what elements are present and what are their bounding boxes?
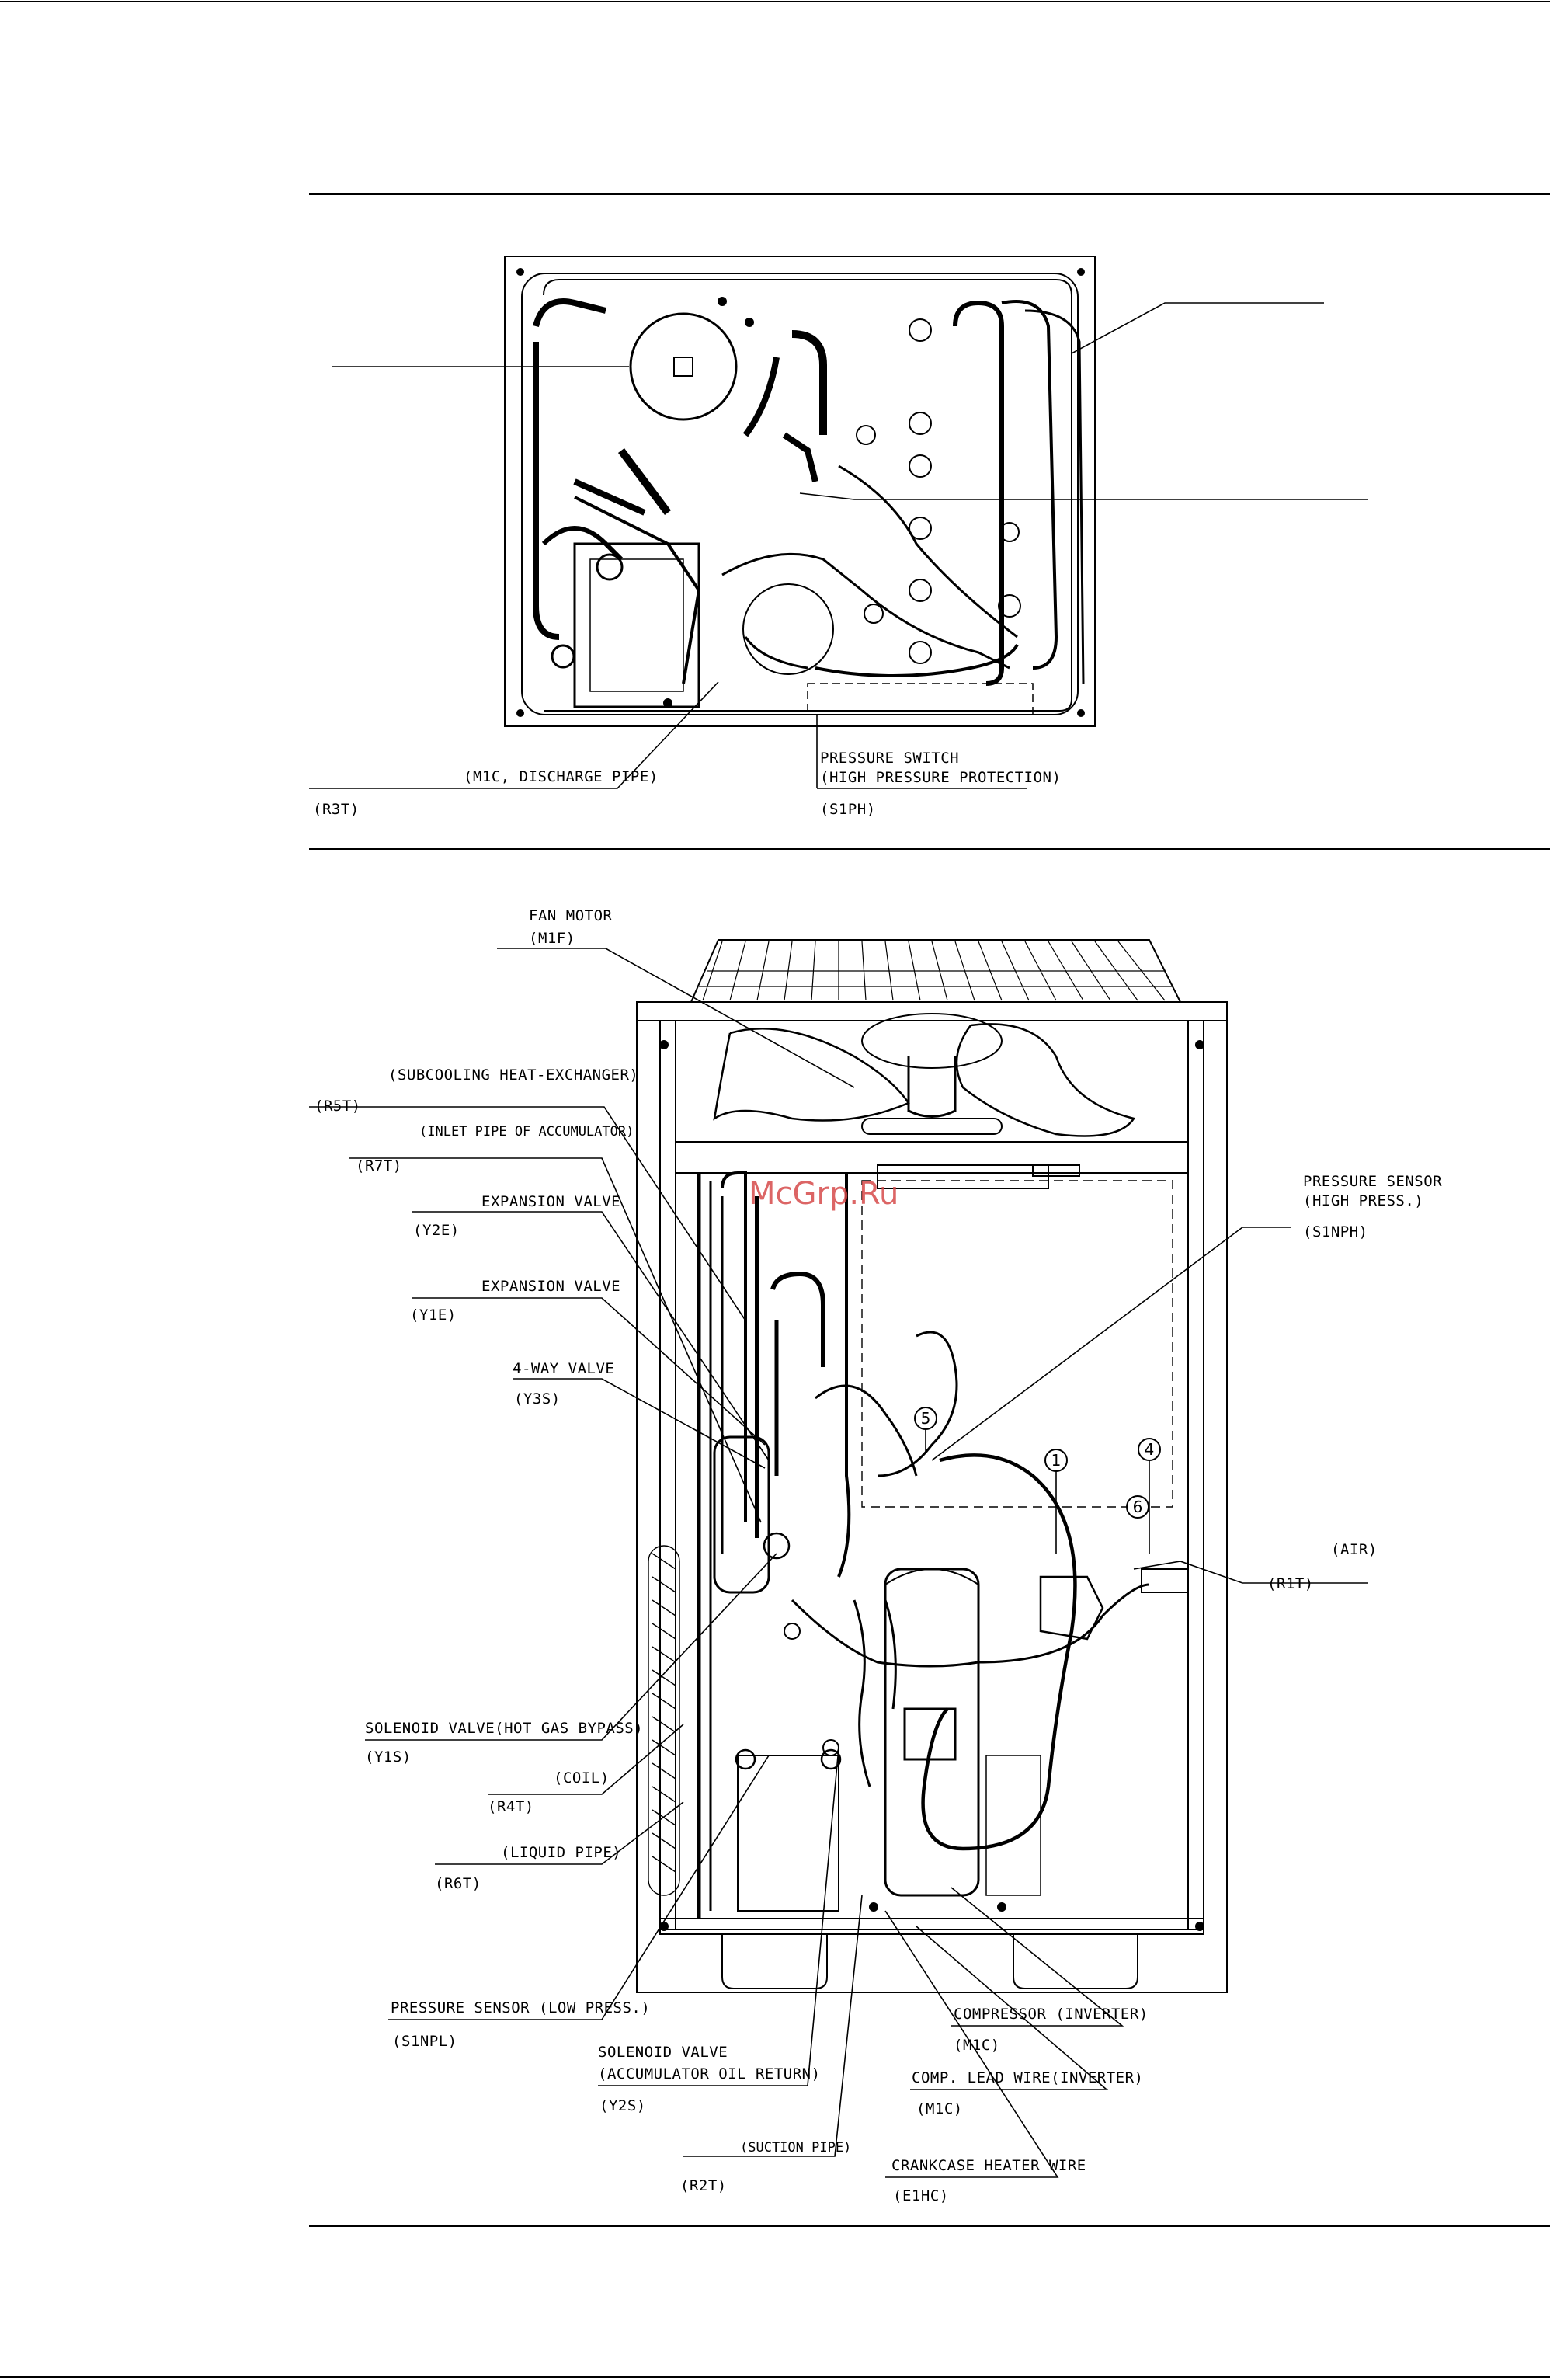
top-view-labels: (M1C, DISCHARGE PIPE) (R3T) PRESSURE SWI… bbox=[313, 750, 1061, 818]
label-solenoid-hot-gas: SOLENOID VALVE(HOT GAS BYPASS) bbox=[365, 1720, 643, 1737]
label-y1s: (Y1S) bbox=[365, 1748, 412, 1766]
label-y1e: (Y1E) bbox=[410, 1307, 457, 1324]
label-m1f: (M1F) bbox=[529, 930, 575, 947]
label-r4t: (R4T) bbox=[488, 1798, 534, 1815]
label-pressure-switch: PRESSURE SWITCH bbox=[820, 750, 959, 767]
circled-number-1: 1 bbox=[1051, 1451, 1062, 1470]
label-e1hc: (E1HC) bbox=[893, 2187, 949, 2204]
label-r3t: (R3T) bbox=[313, 801, 360, 818]
label-m1c-lead: (M1C) bbox=[916, 2100, 963, 2117]
label-r2t: (R2T) bbox=[680, 2177, 727, 2194]
label-s1nph: (S1NPH) bbox=[1303, 1223, 1368, 1240]
label-accumulator-oil-return: (ACCUMULATOR OIL RETURN) bbox=[598, 2065, 821, 2082]
circled-number-6: 6 bbox=[1133, 1498, 1143, 1516]
label-liquid-pipe: (LIQUID PIPE) bbox=[501, 1844, 621, 1861]
label-expansion-valve-y2e: EXPANSION VALVE bbox=[481, 1193, 620, 1210]
label-inlet-pipe: (INLET PIPE OF ACCUMULATOR) bbox=[419, 1124, 634, 1140]
label-y2e: (Y2E) bbox=[413, 1222, 460, 1239]
label-r1t: (R1T) bbox=[1267, 1575, 1314, 1592]
label-r6t: (R6T) bbox=[435, 1875, 481, 1892]
label-air: (AIR) bbox=[1331, 1541, 1378, 1558]
circled-number-4: 4 bbox=[1145, 1440, 1155, 1459]
circled-number-5: 5 bbox=[921, 1409, 931, 1428]
top-view-leaders bbox=[309, 302, 1368, 789]
label-crankcase-heater: CRANKCASE HEATER WIRE bbox=[891, 2157, 1086, 2174]
front-view-leaders bbox=[309, 948, 1368, 2178]
label-subcooling: (SUBCOOLING HEAT-EXCHANGER) bbox=[388, 1066, 638, 1084]
watermark: McGrp.Ru bbox=[749, 1176, 898, 1212]
label-m1c-compressor: (M1C) bbox=[954, 2037, 1000, 2054]
label-suction-pipe: (SUCTION PIPE) bbox=[740, 2140, 851, 2156]
label-high-pressure-protection: (HIGH PRESSURE PROTECTION) bbox=[820, 769, 1061, 786]
label-s1npl: (S1NPL) bbox=[392, 2033, 457, 2050]
label-m1c-discharge: (M1C, DISCHARGE PIPE) bbox=[464, 768, 659, 785]
label-four-way-valve: 4-WAY VALVE bbox=[513, 1360, 614, 1377]
label-s1ph: (S1PH) bbox=[820, 801, 876, 818]
label-solenoid-valve-acc: SOLENOID VALVE bbox=[598, 2044, 728, 2061]
label-pressure-sensor-high: PRESSURE SENSOR bbox=[1303, 1173, 1442, 1190]
top-view-unit bbox=[504, 256, 1096, 727]
label-compressor: COMPRESSOR (INVERTER) bbox=[954, 2006, 1149, 2023]
label-r5t: (R5T) bbox=[315, 1098, 361, 1115]
label-pressure-sensor-low: PRESSURE SENSOR (LOW PRESS.) bbox=[391, 1999, 650, 2016]
label-comp-lead-wire: COMP. LEAD WIRE(INVERTER) bbox=[912, 2069, 1143, 2086]
front-view-unit bbox=[636, 939, 1228, 1993]
front-view-labels: FAN MOTOR (M1F) (SUBCOOLING HEAT-EXCHANG… bbox=[315, 907, 1442, 2204]
label-fan-motor: FAN MOTOR bbox=[529, 907, 613, 924]
label-y3s: (Y3S) bbox=[514, 1390, 561, 1407]
label-expansion-valve-y1e: EXPANSION VALVE bbox=[481, 1278, 620, 1295]
label-y2s: (Y2S) bbox=[599, 2097, 646, 2114]
label-high-press: (HIGH PRESS.) bbox=[1303, 1192, 1423, 1209]
label-r7t: (R7T) bbox=[356, 1157, 402, 1174]
circled-markers: 5 1 4 6 bbox=[914, 1407, 1161, 1554]
label-coil: (COIL) bbox=[554, 1769, 610, 1787]
